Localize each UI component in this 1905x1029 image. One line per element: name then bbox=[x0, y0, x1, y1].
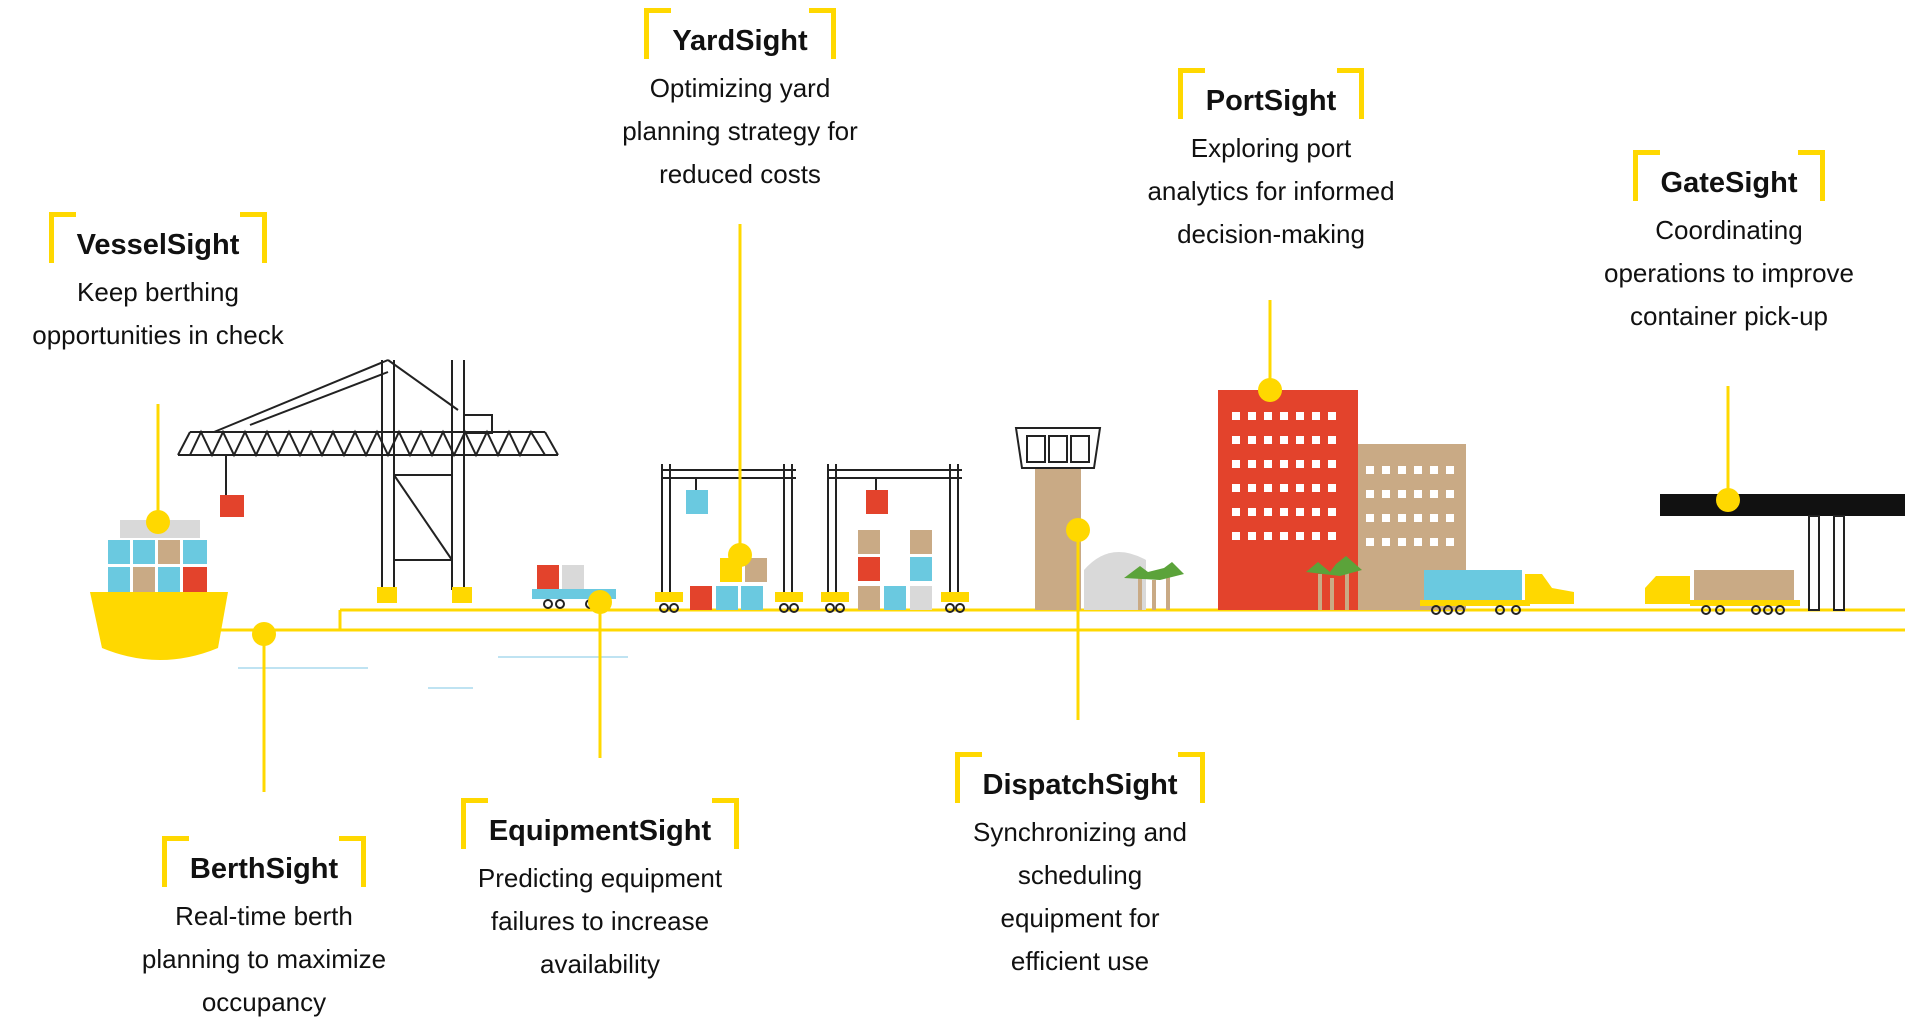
berthsight-label: BerthSight Real-time berth planning to m… bbox=[110, 836, 418, 1024]
berthsight-title: BerthSight bbox=[189, 853, 339, 885]
gatesight-label: GateSight Coordinating operations to imp… bbox=[1576, 150, 1882, 338]
vesselsight-description: Keep berthing opportunities in check bbox=[32, 277, 284, 350]
palm-trees-2 bbox=[1306, 556, 1362, 610]
yardsight-label: YardSight Optimizing yard planning strat… bbox=[590, 8, 890, 196]
berthsight-bracket: BerthSight bbox=[161, 836, 367, 887]
connector-berthsight bbox=[252, 622, 276, 792]
dispatchsight-bracket: DispatchSight bbox=[954, 752, 1206, 803]
equipmentsight-bracket: EquipmentSight bbox=[460, 798, 740, 849]
portsight-title: PortSight bbox=[1205, 85, 1337, 117]
connector-gatesight bbox=[1716, 386, 1740, 512]
yardsight-description: Optimizing yard planning strategy for re… bbox=[622, 73, 858, 189]
quay-crane bbox=[177, 359, 559, 590]
connector-equipmentsight bbox=[588, 590, 612, 758]
connector-portsight bbox=[1258, 300, 1282, 402]
portsight-bracket: PortSight bbox=[1177, 68, 1365, 119]
crane-hoisted-container bbox=[220, 495, 244, 517]
yardsight-title: YardSight bbox=[672, 25, 808, 57]
gatesight-bracket: GateSight bbox=[1632, 150, 1826, 201]
terminal-truck bbox=[532, 565, 616, 609]
quay-ground bbox=[200, 608, 1905, 632]
vesselsight-title: VesselSight bbox=[76, 229, 240, 261]
connector-vesselsight bbox=[146, 404, 170, 534]
container-truck-tan bbox=[1645, 570, 1800, 615]
container-truck-blue bbox=[1420, 570, 1574, 615]
crane-leg-foot bbox=[377, 587, 397, 603]
yard-crane-1 bbox=[655, 464, 803, 613]
vesselsight-label: VesselSight Keep berthing opportunities … bbox=[0, 212, 316, 357]
dispatchsight-title: DispatchSight bbox=[982, 769, 1178, 801]
portsight-description: Exploring port analytics for informed de… bbox=[1147, 133, 1395, 249]
gatesight-title: GateSight bbox=[1660, 167, 1798, 199]
equipmentsight-label: EquipmentSight Predicting equipment fail… bbox=[430, 798, 770, 986]
vesselsight-bracket: VesselSight bbox=[48, 212, 268, 263]
crane-leg-foot bbox=[452, 587, 472, 603]
yard-crane-2 bbox=[821, 464, 969, 613]
container-ship bbox=[90, 520, 228, 660]
connector-yardsight bbox=[728, 224, 752, 567]
palm-trees-1 bbox=[1124, 562, 1184, 610]
yardsight-bracket: YardSight bbox=[644, 8, 837, 59]
connector-dispatchsight bbox=[1066, 518, 1090, 720]
gatesight-description: Coordinating operations to improve conta… bbox=[1603, 215, 1855, 331]
berthsight-description: Real-time berth planning to maximize occ… bbox=[141, 901, 387, 1017]
equipmentsight-description: Predicting equipment failures to increas… bbox=[477, 863, 723, 979]
dispatchsight-label: DispatchSight Synchronizing and scheduli… bbox=[930, 752, 1230, 983]
portsight-label: PortSight Exploring port analytics for i… bbox=[1118, 68, 1424, 256]
water-lines bbox=[238, 656, 628, 689]
dispatchsight-description: Synchronizing and scheduling equipment f… bbox=[973, 817, 1187, 976]
equipmentsight-title: EquipmentSight bbox=[488, 815, 712, 847]
dome-structure bbox=[1084, 552, 1146, 610]
